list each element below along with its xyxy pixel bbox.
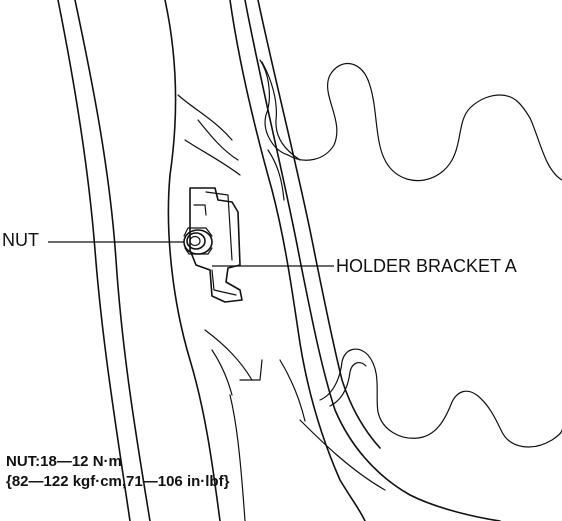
left-panel-edges [57, 0, 151, 521]
right-body-panel [244, 0, 501, 521]
nut-label: NUT [2, 230, 39, 250]
torque-specification: NUT:18—12 N·m {82—122 kgf·cm,71—106 in·l… [6, 452, 229, 492]
pillar-trim [164, 0, 366, 521]
holder-bracket-a [189, 187, 243, 303]
torque-spec-line-2: {82—122 kgf·cm,71—106 in·lbf} [6, 473, 230, 490]
lower-spring [319, 348, 562, 448]
upper-spring [259, 59, 562, 182]
torque-spec-line-1: NUT:18—12 N·m [6, 453, 122, 470]
holder-bracket-label: HOLDER BRACKET A [336, 256, 517, 276]
nut [183, 227, 213, 255]
